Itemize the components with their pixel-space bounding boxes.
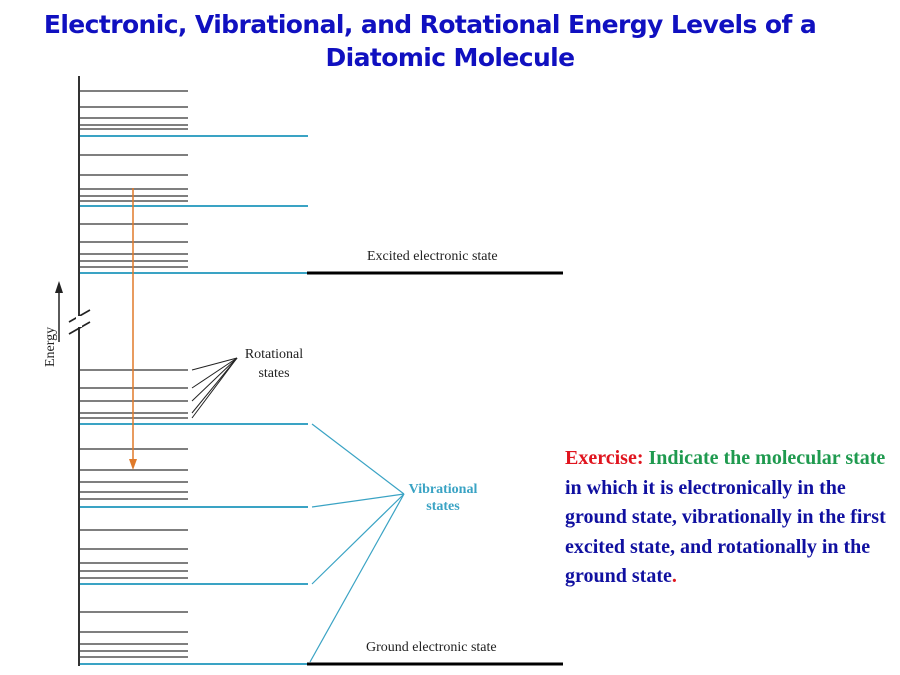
rotational-label-line-2: states — [258, 366, 290, 381]
rotational-states-label: Rotational states — [236, 345, 312, 383]
rotational-label-line-1: Rotational — [244, 347, 304, 362]
slide-title: Electronic, Vibrational, and Rotational … — [0, 8, 900, 74]
rotational-pointer-lines — [191, 357, 238, 419]
vibrational-pointer-lines — [309, 423, 405, 663]
energy-arrow-icon — [55, 281, 63, 342]
vibrational-states-label: Vibrational states — [400, 481, 486, 515]
vibrational-levels — [80, 135, 308, 665]
exercise-text: Exercise: Indicate the molecular state i… — [565, 444, 895, 592]
vibrational-label-line-1: Vibrational — [408, 482, 478, 497]
rotational-levels — [80, 90, 188, 658]
excited-state-label: Excited electronic state — [367, 249, 498, 264]
ground-state-label: Ground electronic state — [366, 640, 497, 655]
exercise-end-mark: . — [671, 565, 677, 587]
title-line-2: Diatomic Molecule — [325, 43, 576, 72]
exercise-label: Exercise: — [565, 447, 644, 469]
title-line-1: Electronic, Vibrational, and Rotational … — [43, 10, 817, 39]
vibrational-label-line-2: states — [426, 499, 460, 514]
exercise-highlight: Indicate the molecular state — [648, 447, 886, 469]
energy-axis-label: Energy — [43, 326, 58, 367]
exercise-body: in which it is electronically in the gro… — [565, 476, 886, 588]
transition-arrow-icon — [129, 188, 137, 470]
